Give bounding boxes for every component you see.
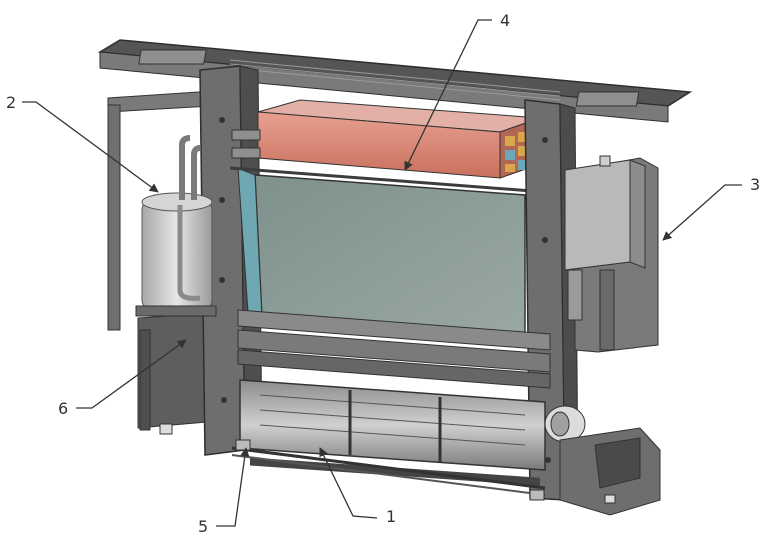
leader-4	[404, 19, 492, 171]
leader-1	[319, 447, 378, 519]
callout-leaders	[22, 19, 742, 527]
heat-exchanger-coil	[231, 99, 541, 179]
callout-6: 6	[58, 399, 68, 418]
filter-panel	[229, 166, 546, 341]
coil-headers	[505, 132, 528, 172]
leader-6	[76, 339, 187, 409]
left-frame	[107, 89, 231, 435]
leader-2	[22, 101, 159, 193]
callout-5: 5	[198, 517, 208, 533]
leader-5	[216, 447, 250, 527]
callout-3: 3	[750, 175, 760, 194]
control-box	[564, 155, 659, 353]
callout-4: 4	[500, 11, 510, 30]
callout-2: 2	[6, 93, 16, 112]
drain-tray	[559, 427, 661, 516]
storage-tank	[135, 135, 217, 317]
fan-motor	[544, 405, 586, 443]
callout-1: 1	[386, 507, 396, 526]
leader-3	[662, 184, 742, 241]
lower-cross-beams	[237, 309, 551, 389]
base-rails	[231, 439, 546, 501]
